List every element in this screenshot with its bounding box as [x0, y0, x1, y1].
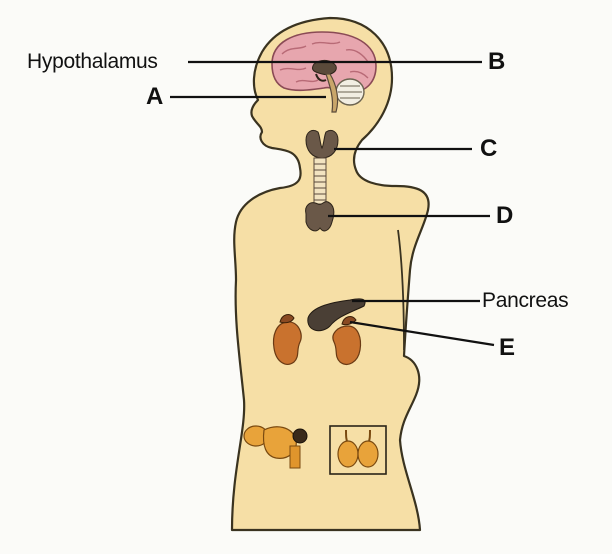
- label-pancreas: Pancreas: [482, 289, 569, 312]
- label-c: C: [480, 135, 498, 162]
- pituitary-icon: [311, 59, 339, 113]
- adrenal-icon: [279, 314, 357, 326]
- label-d: D: [496, 202, 514, 229]
- body-silhouette: [230, 16, 430, 532]
- trachea: [313, 157, 327, 205]
- arm-crease: [397, 229, 405, 351]
- thymus-icon: [305, 201, 335, 232]
- label-e: E: [499, 334, 516, 361]
- kidney-icon: [272, 321, 362, 365]
- label-hypothalamus: Hypothalamus: [27, 50, 158, 73]
- pancreas-icon: [307, 298, 366, 332]
- label-a: A: [146, 83, 164, 110]
- leader-e: [349, 320, 495, 347]
- label-b: B: [488, 48, 506, 75]
- ovary-icon: [243, 425, 308, 469]
- testis-icon: [329, 425, 387, 475]
